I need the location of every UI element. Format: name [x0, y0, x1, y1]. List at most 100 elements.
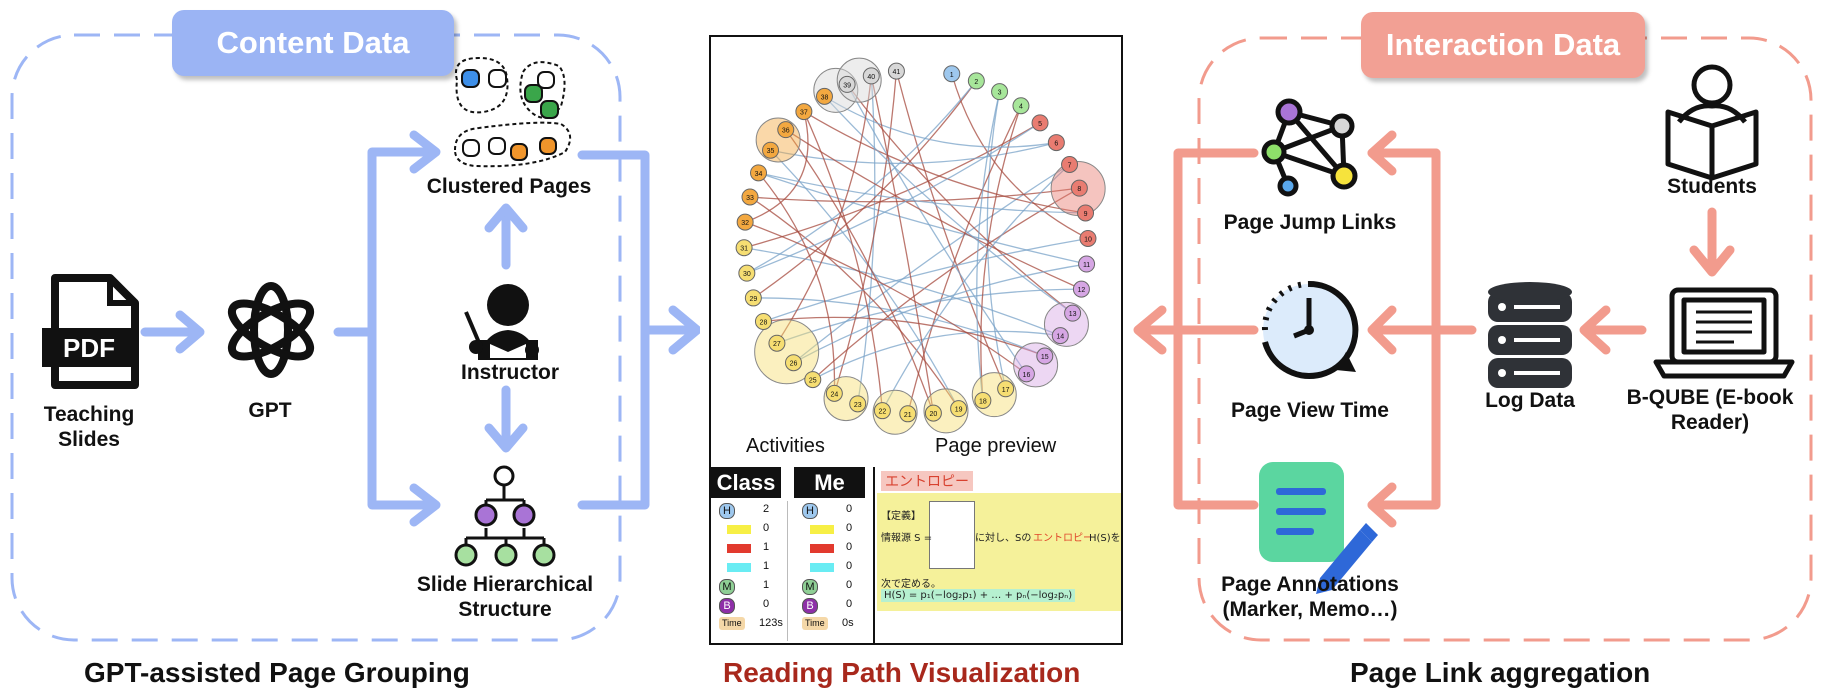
page-node-label: 26	[790, 361, 798, 368]
page-node-6: 6	[1047, 134, 1065, 152]
page-node-label: 4	[1019, 104, 1023, 111]
page-node-circle	[744, 289, 762, 307]
page-node-circle	[1031, 114, 1049, 132]
page-node-circle	[1070, 179, 1088, 197]
page-node-38: 38	[815, 87, 833, 105]
hierarchy-label: Slide Hierarchical Structure	[416, 573, 594, 621]
page-node-5: 5	[1031, 114, 1049, 132]
page-node-label: 8	[1077, 186, 1081, 193]
page-node-label: 28	[760, 319, 768, 326]
class-header: Class	[711, 467, 781, 498]
left-bottom-title: GPT-assisted Page Grouping	[84, 657, 470, 688]
page-node-30: 30	[738, 264, 756, 282]
page-node-label: 37	[800, 110, 808, 117]
me-row-value-0: 0	[846, 503, 853, 515]
page-cluster-halo	[1013, 342, 1059, 388]
page-node-12: 12	[1072, 280, 1090, 298]
arrow-ebook-to-log	[1579, 305, 1647, 355]
instructor-icon	[464, 284, 539, 360]
activity-divider	[787, 501, 788, 641]
preview-definition: 【定義】	[881, 511, 921, 522]
page-node-23: 23	[849, 395, 867, 413]
reading-path-edge	[776, 75, 872, 344]
class-row-swatch-3	[727, 563, 751, 572]
page-node-circle	[1077, 204, 1095, 222]
ebook-label: B-QUBE (E-book Reader)	[1626, 386, 1794, 434]
page-node-circle	[838, 75, 856, 93]
interaction-data-tag: Interaction Data	[1361, 12, 1645, 78]
class-row-value-4: 1	[763, 579, 770, 591]
page-node-36: 36	[777, 121, 795, 139]
me-row-badge-5: B	[802, 598, 818, 614]
reading-path-edge	[793, 163, 1070, 364]
class-row-badge-4: M	[719, 579, 735, 595]
class-row-badge-5: B	[719, 598, 735, 614]
right-graphics	[1133, 36, 1813, 642]
page-node-label: 3	[998, 90, 1002, 97]
reading-path-edge	[785, 129, 935, 414]
reading-path-edge	[743, 247, 1061, 337]
annotations-label: Page Annotations (Marker, Memo…)	[1221, 573, 1399, 621]
reading-path-edge	[976, 91, 1001, 401]
page-node-32: 32	[736, 213, 754, 231]
page-node-circle	[777, 121, 795, 139]
reading-path-edge	[763, 237, 1089, 323]
preview-table	[929, 501, 975, 569]
page-node-circle	[967, 72, 985, 90]
reading-path-edge	[907, 105, 1022, 414]
page-node-circle	[1047, 134, 1065, 152]
reading-path-edge	[803, 111, 884, 411]
page-node-circle	[795, 103, 813, 121]
content-data-tag: Content Data	[172, 10, 454, 76]
page-node-circle	[735, 239, 753, 257]
reading-path-edge	[793, 263, 1087, 364]
page-node-circle	[754, 312, 772, 330]
center-bottom-title: Reading Path Visualization	[723, 657, 1081, 688]
page-node-8: 8	[1070, 179, 1088, 197]
teaching-slides-label: Teaching Slides	[43, 403, 135, 451]
page-node-circle	[762, 141, 780, 159]
page-node-circle	[997, 380, 1015, 398]
page-cluster-halo	[755, 117, 801, 163]
page-node-circle	[943, 65, 961, 83]
page-node-circle	[974, 391, 992, 409]
me-row-badge-6: Time	[802, 617, 828, 630]
page-preview-label: Page preview	[935, 435, 1057, 457]
clustered-pages-label: Clustered Pages	[426, 175, 592, 198]
clustered-pages-icon	[453, 56, 572, 168]
reading-path-edge	[812, 187, 1080, 381]
laptop-ebook-icon	[1653, 287, 1795, 379]
page-node-20: 20	[924, 404, 942, 422]
page-node-label: 27	[773, 341, 781, 348]
class-row-badge-6: Time	[719, 617, 745, 630]
page-node-circle	[887, 62, 905, 80]
page-node-circle	[1017, 365, 1035, 383]
page-node-label: 2	[974, 79, 978, 86]
reading-path-edge	[758, 172, 836, 394]
reading-path-edge	[744, 221, 1027, 375]
arrow-students-to-ebook	[1689, 207, 1735, 277]
page-node-label: 22	[878, 409, 886, 416]
me-row-swatch-3	[810, 563, 834, 572]
page-node-label: 20	[929, 411, 937, 418]
right-bottom-title: Page Link aggregation	[1350, 657, 1651, 688]
page-node-label: 9	[1084, 211, 1088, 218]
page-node-4: 4	[1012, 97, 1030, 115]
preview-line1c: エントロピー	[1033, 533, 1093, 544]
page-node-label: 7	[1068, 163, 1072, 170]
page-node-circle	[825, 384, 843, 402]
page-node-label: 25	[809, 378, 817, 385]
page-node-label: 36	[782, 128, 790, 135]
page-node-label: 1	[950, 72, 954, 79]
page-node-22: 22	[873, 402, 891, 420]
page-node-9: 9	[1077, 204, 1095, 222]
page-cluster-halo	[754, 319, 820, 385]
page-node-circle	[738, 264, 756, 282]
page-node-circle	[785, 354, 803, 372]
arrow-to-visualization-from-right	[1133, 148, 1259, 510]
page-node-19: 19	[950, 400, 968, 418]
me-row-value-5: 0	[846, 598, 853, 610]
reading-path-edge	[846, 84, 1027, 375]
reading-path-edge	[752, 80, 977, 299]
